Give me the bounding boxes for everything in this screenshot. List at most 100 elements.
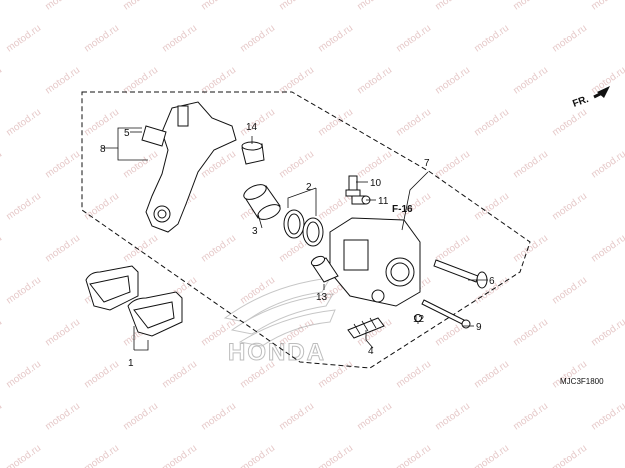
watermark-text: motod.ru — [277, 149, 316, 181]
watermark-text: motod.ru — [589, 149, 625, 181]
honda-wing-watermark: HONDA — [223, 277, 336, 367]
watermark-text: motod.ru — [43, 317, 82, 349]
callout-4: 4 — [368, 346, 374, 357]
watermark-text: motod.ru — [511, 401, 550, 433]
bleeder-cap — [241, 141, 265, 165]
pad-spring — [141, 125, 167, 147]
assembly-frame — [81, 91, 531, 369]
watermark-text: motod.ru — [0, 0, 4, 12]
leader-lines — [102, 127, 488, 351]
slide-sleeve — [310, 255, 339, 283]
watermark-text: motod.ru — [394, 23, 433, 55]
watermark-text: motod.ru — [316, 23, 355, 55]
watermark-text: motod.ru — [43, 233, 82, 265]
watermark-text: motod.ru — [0, 401, 4, 433]
pad-retainer-spring — [347, 317, 385, 339]
watermark-text: motod.ru — [511, 233, 550, 265]
brand-watermark: HONDA — [228, 339, 326, 366]
callout-1: 1 — [128, 358, 134, 369]
watermark-text: motod.ru — [433, 65, 472, 97]
watermark-text: motod.ru — [82, 443, 121, 468]
watermark-text: motod.ru — [238, 275, 277, 307]
callout-3: 3 — [252, 226, 258, 237]
watermark-text: motod.ru — [472, 107, 511, 139]
watermark-text: motod.ru — [4, 191, 43, 223]
watermark-text: motod.ru — [433, 149, 472, 181]
watermark-text: motod.ru — [277, 0, 316, 12]
brake-pad-set — [85, 265, 183, 337]
watermark-text: motod.ru — [433, 401, 472, 433]
pad-pin — [421, 299, 471, 329]
watermark-text: motod.ru — [160, 23, 199, 55]
watermark-text: motod.ru — [589, 401, 625, 433]
watermark-text: motod.ru — [199, 233, 238, 265]
watermark-text: motod.ru — [394, 107, 433, 139]
watermark-text: motod.ru — [316, 107, 355, 139]
callout-2: 2 — [306, 182, 312, 193]
watermark-text: motod.ru — [550, 107, 589, 139]
watermark-text: motod.ru — [433, 0, 472, 12]
front-direction-indicator: FR. — [571, 86, 610, 110]
direction-label: FR. — [571, 94, 590, 110]
watermark-text: motod.ru — [199, 401, 238, 433]
callout-7: 7 — [424, 158, 430, 169]
callout-8: 8 — [100, 144, 106, 155]
watermark-text: motod.ru — [511, 0, 550, 12]
watermark-text: motod.ru — [4, 443, 43, 468]
watermark-text: motod.ru — [121, 401, 160, 433]
watermark-text: motod.ru — [433, 233, 472, 265]
caliper-bracket — [141, 101, 237, 233]
watermark-text: motod.ru — [238, 23, 277, 55]
section-reference: F-16 — [392, 204, 413, 215]
watermark-text: motod.ru — [511, 65, 550, 97]
callout-6: 6 — [489, 276, 495, 287]
watermark-text: motod.ru — [4, 359, 43, 391]
watermark-text: motod.ru — [43, 149, 82, 181]
watermark-text: motod.ru — [4, 275, 43, 307]
caliper-pin-bolt — [433, 259, 488, 289]
watermark-text: motod.ru — [589, 65, 625, 97]
watermark-text: motod.ru — [43, 0, 82, 12]
watermark-text: motod.ru — [394, 443, 433, 468]
watermark-text: motod.ru — [238, 107, 277, 139]
watermark-text: motod.ru — [550, 23, 589, 55]
watermark-text: motod.ru — [472, 443, 511, 468]
watermark-text: motod.ru — [0, 317, 4, 349]
watermark-text: motod.ru — [394, 359, 433, 391]
watermark-text: motod.ru — [355, 0, 394, 12]
callout-9: 9 — [476, 322, 482, 333]
watermark-text: motod.ru — [121, 233, 160, 265]
callout-13: 13 — [316, 292, 328, 303]
caliper-piston — [243, 184, 281, 220]
watermark-text: motod.ru — [550, 443, 589, 468]
watermark-text: motod.ru — [4, 23, 43, 55]
watermark-text: motod.ru — [550, 191, 589, 223]
watermark-text: motod.ru — [472, 359, 511, 391]
callout-11: 11 — [378, 196, 389, 207]
callout-10: 10 — [370, 178, 382, 189]
watermark-text: motod.ru — [511, 149, 550, 181]
watermark-text: motod.ru — [199, 0, 238, 12]
watermark-text: motod.ru — [43, 65, 82, 97]
watermark-text: motod.ru — [0, 233, 4, 265]
callout-14: 14 — [246, 122, 258, 133]
watermark-text: motod.ru — [238, 443, 277, 468]
caliper-body — [329, 217, 421, 307]
watermark-text: motod.ru — [121, 0, 160, 12]
watermark-text: motod.ru — [472, 191, 511, 223]
watermark-text: motod.ru — [0, 65, 4, 97]
watermark-text: motod.ru — [589, 317, 625, 349]
watermark-text: motod.ru — [355, 65, 394, 97]
watermark-text: motod.ru — [355, 149, 394, 181]
watermark-text: motod.ru — [160, 359, 199, 391]
watermark-text: motod.ru — [550, 275, 589, 307]
watermark-text: motod.ru — [82, 359, 121, 391]
watermark-text: motod.ru — [511, 317, 550, 349]
callout-labels: 1 2 3 4 5 6 7 8 9 10 11 12 13 14 — [100, 122, 495, 369]
watermark-text: motod.ru — [82, 191, 121, 223]
callout-12: 12 — [413, 314, 425, 325]
watermark-text: motod.ru — [0, 149, 4, 181]
watermark-text: motod.ru — [160, 443, 199, 468]
